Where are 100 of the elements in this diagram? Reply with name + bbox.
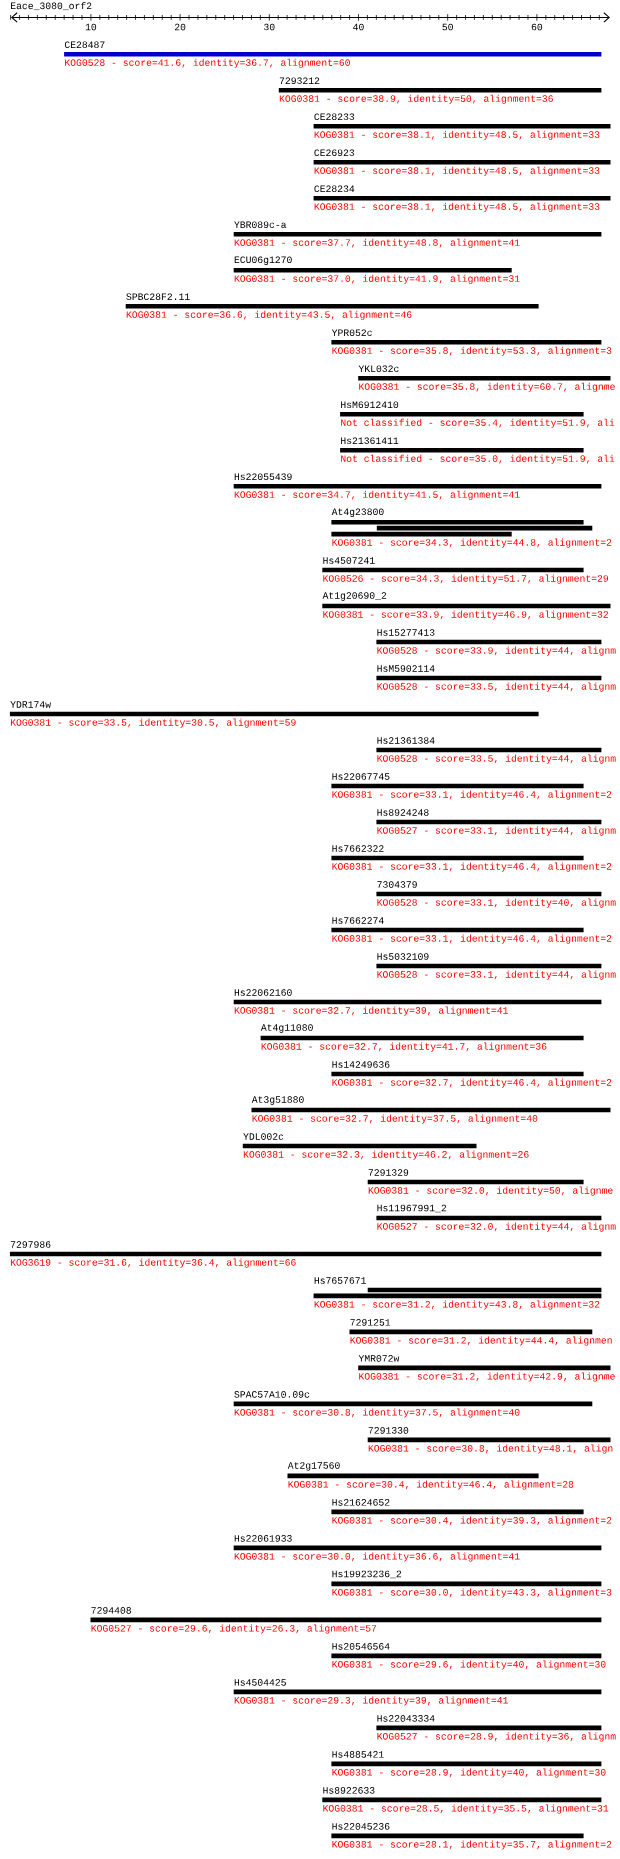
hit-name: Hs14249636 [332,1061,390,1068]
hit-name: Hs8922633 [323,1787,375,1794]
hit-description: KOG0381 - score=33.1, identity=46.4, alignment=2 [332,934,612,944]
hit-description: KOG0381 - score=38.9, identity=50, alignment=36 [279,94,553,104]
hit-description: Not classified - score=35.4, identity=51.9, ali [341,418,615,428]
hit-name: Hs4885421 [332,1751,384,1758]
hit-name: Hs22062160 [234,989,292,996]
hit-name: CE26923 [314,149,355,157]
hit-description: KOG0381 - score=29.6, identity=40, alignment=30 [332,1660,606,1670]
hit-name: Hs4507241 [323,557,375,564]
hit-description: KOG0528 - score=33.1, identity=44, alignm [377,970,616,980]
hit-description: KOG0381 - score=33.9, identity=46.9, alignment=32 [323,610,608,620]
hit-description: KOG0381 - score=28.9, identity=40, alignment=30 [332,1768,606,1778]
hit-description: KOG0381 - score=30.4, identity=46.4, alignment=28 [288,1480,574,1490]
hit-name: Hs21361384 [377,737,435,744]
hit-description: KOG0381 - score=38.1, identity=48.5, alignment=33 [314,130,600,140]
hit-name: Hs11967991_2 [377,1204,447,1213]
hit-name: YBR089c-a [234,221,287,229]
hit-name: Hs22067745 [332,773,390,780]
hit-name: Hs5032109 [377,953,429,960]
hit-description: KOG0381 - score=31.2, identity=44.4, alignmen [350,1336,612,1346]
hit-description: KOG0381 - score=35.8, identity=60.7, alignme [359,382,615,392]
sequence-name: Eace_3080_orf2 [11,1,92,11]
hit-description: KOG0527 - score=32.0, identity=44, alignm [377,1222,616,1232]
hit-description: KOG0526 - score=34.3, identity=51.7, alignment=29 [323,574,609,584]
hit-name: Hs7662274 [332,917,384,924]
hit-description: Not classified - score=35.0, identity=51.9, ali [341,454,615,464]
hit-name: Hs7657671 [314,1277,366,1284]
tick-label: 10 [85,23,97,31]
hit-name: 7297986 [10,1241,51,1248]
hit-name: 7294408 [91,1607,131,1614]
hit-name: At1g20690_2 [322,592,387,601]
hit-name: Hs20546564 [332,1643,390,1650]
hit-description: KOG3619 - score=31.6, identity=36.4, alignment=66 [10,1258,296,1268]
hit-description: KOG0381 - score=34.7, identity=41.5, alignment=41 [234,490,520,500]
hit-description: KOG0527 - score=28.9, identity=36, alignm [377,1732,616,1742]
hit-name: ECU06g1270 [234,256,292,265]
tick-label: 40 [353,23,364,31]
hit-name: Hs7662322 [332,845,384,852]
hit-description: KOG0381 - score=37.7, identity=48.8, alignment=41 [234,238,520,248]
hit-name: Hs22043334 [377,1715,435,1722]
hit-description: KOG0527 - score=33.1, identity=44, alignm [377,826,616,836]
hit-description: KOG0381 - score=31.2, identity=43.8, alignment=32 [314,1300,600,1310]
hit-description: KOG0528 - score=33.9, identity=44, alignm [377,646,616,656]
hit-description: KOG0381 - score=30.0, identity=36.6, alignment=41 [234,1552,520,1562]
hit-name: 7291251 [350,1319,391,1326]
hit-description: KOG0381 - score=30.8, identity=37.5, alignment=40 [234,1408,520,1418]
hit-name: 7304379 [377,881,417,888]
hit-description: KOG0381 - score=29.3, identity=39, alignment=41 [234,1696,508,1706]
hit-name: SPAC57A10.09c [234,1391,310,1398]
hit-name: Hs22055439 [234,473,292,481]
hit-description: KOG0381 - score=38.1, identity=48.5, alignment=33 [314,202,600,212]
hit-name: CE28234 [314,185,355,193]
hit-description: KOG0381 - score=32.7, identity=41.7, alignment=36 [261,1042,547,1052]
hit-name: Hs19923236_2 [332,1570,402,1579]
hit-name: YDL002c [243,1133,284,1140]
tick-label: 20 [174,23,186,31]
hit-name: HsM5902114 [377,665,435,672]
hit-name: Hs4504425 [234,1679,286,1686]
hit-description: KOG0381 - score=37.0, identity=41.9, alignment=31 [234,274,520,284]
hit-name: YMR072w [358,1355,400,1362]
hit-description: KOG0381 - score=33.1, identity=46.4, alignment=2 [332,862,612,872]
hit-description: KOG0381 - score=28.5, identity=35.5, alignment=31 [323,1804,609,1814]
hit-description: KOG0381 - score=32.7, identity=46.4, alignment=2 [332,1078,612,1088]
hit-name: Hs21624652 [332,1499,390,1506]
hit-description: KOG0528 - score=33.1, identity=40, alignm [377,898,616,908]
hit-name: Hs8924248 [377,809,429,816]
hit-description: KOG0381 - score=34.3, identity=44.8, alignment=2 [332,538,612,548]
hit-description: KOG0381 - score=35.8, identity=53.3, alignment=3 [332,346,612,356]
hit-name: YDR174w [10,701,51,708]
hit-description: KOG0381 - score=38.1, identity=48.5, alignment=33 [314,166,600,176]
hit-description: KOG0381 - score=31.2, identity=42.9, alignme [359,1372,615,1382]
hit-description: KOG0527 - score=29.6, identity=26.3, alignment=57 [91,1624,377,1634]
hit-name: 7291329 [368,1169,409,1176]
hit-name: 7293212 [279,77,320,85]
hit-name: At4g11080 [260,1024,313,1033]
hit-name: Hs15277413 [377,629,435,636]
hit-name: 7291330 [368,1427,409,1434]
hit-name: Hs22061933 [234,1535,292,1542]
hit-description: KOG0381 - score=36.6, identity=43.5, alignment=46 [126,310,412,320]
hit-name: At4g23800 [331,508,384,517]
hit-name: YPR052c [331,329,372,337]
hit-name: CE28487 [64,41,105,49]
hit-name: CE28233 [314,113,355,121]
tick-label: 30 [264,23,275,31]
hit-name: SPBC28F2.11 [126,293,190,301]
hit-description: KOG0381 - score=33.5, identity=30.5, alignment=59 [10,718,296,728]
hit-name: At2g17560 [287,1462,340,1471]
hit-name: HsM6912410 [341,401,399,409]
hit-name: YKL032c [358,365,399,373]
hit-name: Hs22045236 [332,1823,390,1830]
hit-description: KOG0528 - score=41.6, identity=36.7, alignment=60 [65,58,350,68]
hit-name: At3g51880 [251,1096,304,1105]
hit-description: KOG0381 - score=30.8, identity=48.1, align [368,1444,613,1454]
hit-description: KOG0381 - score=28.1, identity=35.7, alignment=2 [332,1840,612,1850]
hit-name: Hs21361411 [341,437,399,445]
hit-description: KOG0528 - score=33.5, identity=44, alignm [377,682,616,692]
hit-description: KOG0528 - score=33.5, identity=44, alignm [377,754,616,764]
hit-description: KOG0381 - score=32.7, identity=39, alignment=41 [234,1006,508,1016]
hit-description: KOG0381 - score=32.0, identity=50, alignme [368,1186,613,1196]
